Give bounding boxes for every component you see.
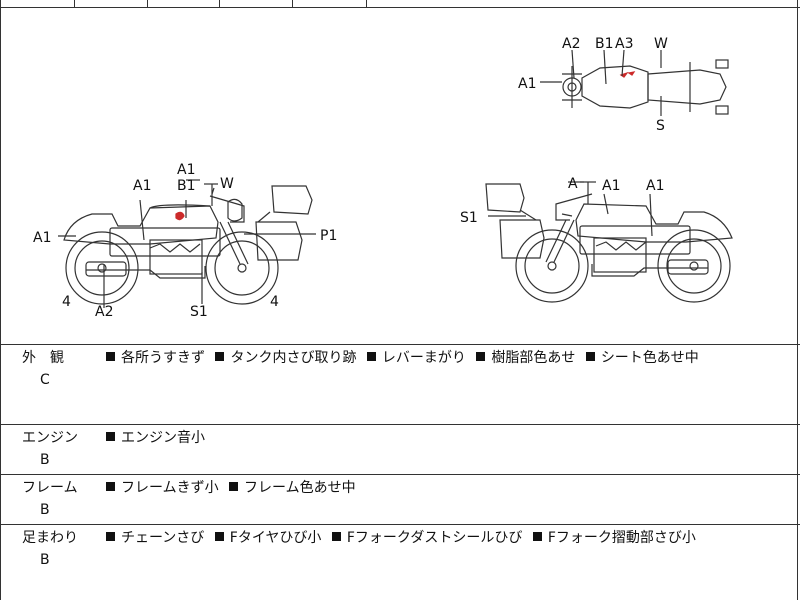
right-label-a1-seat: A1 <box>646 178 664 194</box>
right-label-a: A <box>568 176 578 192</box>
bullet-square-icon <box>106 352 115 361</box>
divider-after-diagram <box>0 344 800 346</box>
left-label-4-rear: 4 <box>62 294 71 310</box>
top-label-a2: A2 <box>562 36 580 52</box>
motorcycle-right-view <box>485 181 733 303</box>
note-item: Fタイヤひび小 <box>214 527 321 549</box>
note-item: タンク内さび取り跡 <box>215 347 356 369</box>
note-item: 樹脂部色あせ <box>476 347 575 369</box>
grade-label: B <box>40 552 50 568</box>
left-label-4-front: 4 <box>270 294 279 310</box>
category-label: エンジン <box>22 430 78 446</box>
bullet-square-icon <box>215 352 225 361</box>
top-label-s: S <box>656 118 665 134</box>
bullet-square-icon <box>214 532 224 541</box>
left-label-w: W <box>220 176 234 192</box>
top-label-w: W <box>654 36 668 52</box>
left-label-s1: S1 <box>190 304 208 320</box>
note-item: フレームきず小 <box>106 477 219 499</box>
bullet-square-icon <box>532 532 542 541</box>
note-item: 各所うすきず <box>106 347 205 369</box>
divider-row-3 <box>0 524 800 526</box>
notes-list: エンジン音小 <box>106 427 211 449</box>
divider-row-1 <box>0 424 800 426</box>
top-label-a1: A1 <box>518 76 536 92</box>
left-damage-mark <box>175 211 185 221</box>
note-item: Fフォーク摺動部さび小 <box>532 527 696 549</box>
category-label: 外 観 <box>22 350 64 366</box>
bullet-square-icon <box>106 532 115 541</box>
condition-row-suspension: 足まわり B チェーンさび Fタイヤひび小 Fフォークダストシールひび Fフォー… <box>0 525 800 600</box>
motorcycle-drawings: A2 B1 A3 W A1 S A1 A1 B1 W A1 P1 4 A2 S1… <box>33 36 733 320</box>
grade-label: B <box>40 452 50 468</box>
left-label-a1-tank: A1 <box>133 178 151 194</box>
left-label-a2: A2 <box>95 304 113 320</box>
condition-row-frame: フレーム B フレームきず小 フレーム色あせ中 <box>0 475 800 524</box>
motorcycle-damage-diagram: A2 B1 A3 W A1 S A1 A1 B1 W A1 P1 4 A2 S1… <box>0 8 800 345</box>
right-label-s1: S1 <box>460 210 478 226</box>
top-label-a3: A3 <box>615 36 633 52</box>
condition-row-exterior: 外 観 C 各所うすきず タンク内さび取り跡 レバーまがり 樹脂部色あせ シート… <box>0 345 800 424</box>
bullet-square-icon <box>106 482 115 491</box>
note-item: レバーまがり <box>366 347 466 369</box>
note-item: シート色あせ中 <box>585 347 699 369</box>
bullet-square-icon <box>106 432 115 441</box>
grade-label: B <box>40 502 50 518</box>
top-label-b1: B1 <box>595 36 614 52</box>
note-item: Fフォークダストシールひび <box>331 527 522 549</box>
left-label-a1-top: A1 <box>177 162 195 178</box>
left-label-b1: B1 <box>177 178 196 194</box>
bullet-square-icon <box>585 352 595 361</box>
diagram-labels: A2 B1 A3 W A1 S A1 A1 B1 W A1 P1 4 A2 S1… <box>33 36 668 320</box>
divider-row-2 <box>0 474 800 476</box>
note-item: チェーンさび <box>106 527 204 549</box>
grade-label: C <box>40 372 50 388</box>
top-damage-mark-2 <box>627 71 636 76</box>
notes-list: 各所うすきず タンク内さび取り跡 レバーまがり 樹脂部色あせ シート色あせ中 <box>106 347 705 369</box>
note-item: エンジン音小 <box>106 427 205 449</box>
header-table-bottom-edge <box>0 0 800 9</box>
category-label: 足まわり <box>22 530 78 546</box>
bullet-square-icon <box>476 352 486 361</box>
bullet-square-icon <box>229 482 239 491</box>
left-label-a1-rear: A1 <box>33 230 51 246</box>
left-label-p1: P1 <box>320 228 337 244</box>
right-label-a1-tank: A1 <box>602 178 620 194</box>
motorcycle-left-view <box>58 179 316 308</box>
category-label: フレーム <box>22 480 78 496</box>
notes-list: チェーンさび Fタイヤひび小 Fフォークダストシールひび Fフォーク摺動部さび小 <box>106 527 702 549</box>
notes-list: フレームきず小 フレーム色あせ中 <box>106 477 362 499</box>
motorcycle-top-view <box>540 49 729 116</box>
condition-row-engine: エンジン B エンジン音小 <box>0 425 800 474</box>
note-item: フレーム色あせ中 <box>229 477 356 499</box>
bullet-square-icon <box>331 532 341 541</box>
bullet-square-icon <box>366 352 376 361</box>
